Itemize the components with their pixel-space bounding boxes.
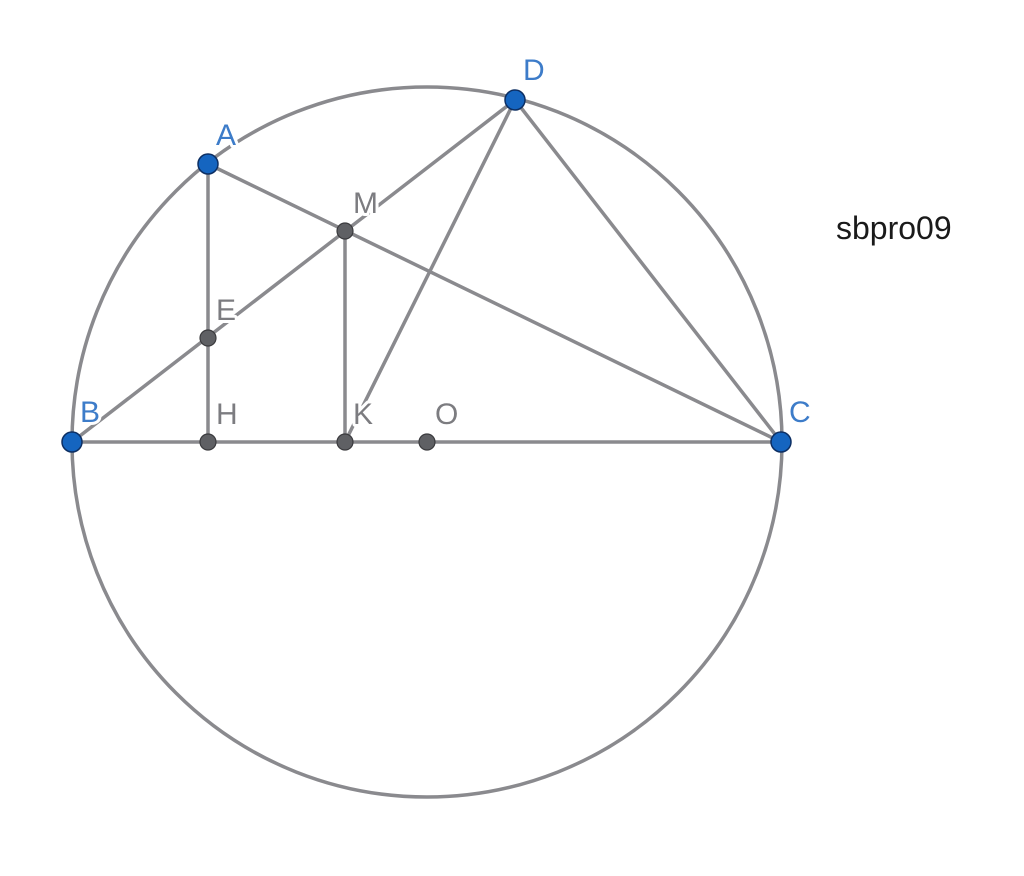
segment-dk bbox=[343, 98, 517, 444]
point-c[interactable] bbox=[770, 431, 792, 453]
label-b: B bbox=[80, 396, 100, 429]
point-b[interactable] bbox=[61, 431, 83, 453]
point-m[interactable] bbox=[336, 222, 354, 240]
label-c: C bbox=[789, 396, 811, 429]
point-o[interactable] bbox=[418, 433, 436, 451]
label-o: O bbox=[435, 398, 458, 431]
point-a[interactable] bbox=[197, 153, 219, 175]
segment-dc bbox=[513, 98, 783, 444]
label-a: A bbox=[216, 119, 236, 152]
label-k: K bbox=[353, 398, 373, 431]
point-k[interactable] bbox=[336, 433, 354, 451]
label-h: H bbox=[216, 398, 238, 431]
point-d[interactable] bbox=[504, 89, 526, 111]
point-h[interactable] bbox=[199, 433, 217, 451]
segment-ac bbox=[206, 162, 783, 444]
label-m: M bbox=[353, 187, 378, 220]
label-d: D bbox=[523, 54, 545, 87]
point-e[interactable] bbox=[199, 329, 217, 347]
label-e: E bbox=[216, 294, 236, 327]
segment-bd bbox=[70, 98, 517, 444]
watermark-text: sbpro09 bbox=[836, 210, 952, 246]
